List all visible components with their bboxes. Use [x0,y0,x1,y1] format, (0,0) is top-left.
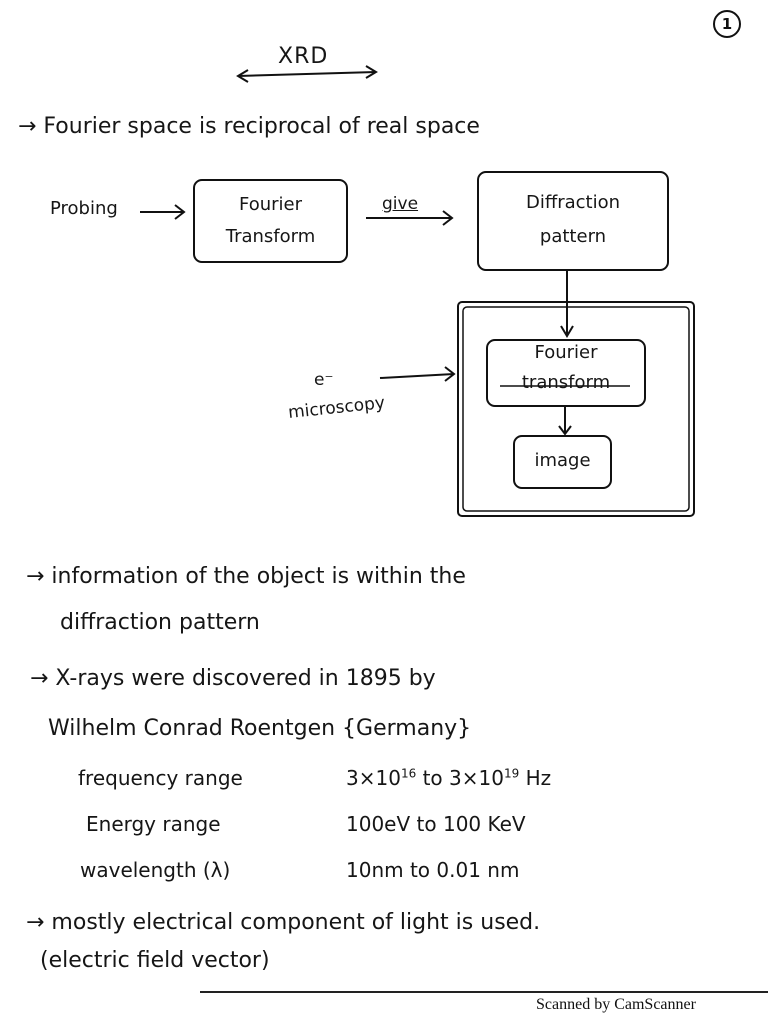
range-frequency-max: 3×10 [449,766,504,790]
image-label: image [534,450,591,471]
scanner-watermark: Scanned by CamScanner [536,996,696,1013]
line-information-cont: diffraction pattern [60,610,260,635]
image-box [513,435,612,489]
probing-arrow [140,204,186,220]
probing-label: Probing [50,198,118,219]
range-energy-to: to [416,812,437,836]
title-double-arrow [236,65,378,83]
range-wavelength-to: to [409,858,431,882]
range-energy-max: 100 KeV [442,812,526,836]
line-electrical-cont: (electric field vector) [40,948,270,973]
line-electrical: → mostly electrical component of light i… [26,910,541,935]
range-value-energy: 100eV to 100 KeV [346,812,526,836]
range-wavelength-min: 10nm [346,858,404,882]
page-number: 1 [713,10,741,38]
fourier-transform-label-1: Fourier [238,194,302,215]
range-frequency-max-exp: 19 [503,766,520,781]
microscopy-outer-box [457,301,695,517]
range-energy-min: 100eV [346,812,411,836]
range-frequency-min-exp: 16 [400,766,417,781]
line-xrays: → X-rays were discovered in 1895 by [30,666,436,691]
diffraction-label-2: pattern [539,226,607,247]
give-arrow [366,210,454,226]
down-arrow-2 [558,406,572,436]
e-minus-label: e⁻ [314,370,334,390]
fourier-transform-box [193,179,348,263]
range-label-frequency: frequency range [78,766,243,790]
range-label-energy: Energy range [86,812,221,836]
fourier-transform-label-2: Transform [225,226,316,247]
line-xrays-cont: Wilhelm Conrad Roentgen {Germany} [48,716,472,741]
line-information: → information of the object is within th… [26,564,466,589]
diffraction-label-1: Diffraction [525,192,621,213]
range-label-wavelength: wavelength (λ) [80,858,231,882]
diffraction-pattern-box [477,171,669,271]
range-frequency-min: 3×10 [346,766,401,790]
range-value-frequency: 3×1016 to 3×1019 Hz [346,766,551,790]
line-fourier-space: → Fourier space is reciprocal of real sp… [18,114,480,139]
inner-fourier-label-1: Fourier [534,342,598,363]
down-arrow-1 [560,270,574,338]
range-value-wavelength: 10nm to 0.01 nm [346,858,519,882]
microscopy-arrow [379,366,456,382]
page-title: XRD [278,44,329,69]
range-frequency-unit: Hz [525,766,552,790]
give-label: give [382,194,419,214]
range-wavelength-max: 0.01 nm [436,858,520,882]
inner-fourier-label-2: transform [521,372,611,393]
range-frequency-to: to [422,766,443,790]
